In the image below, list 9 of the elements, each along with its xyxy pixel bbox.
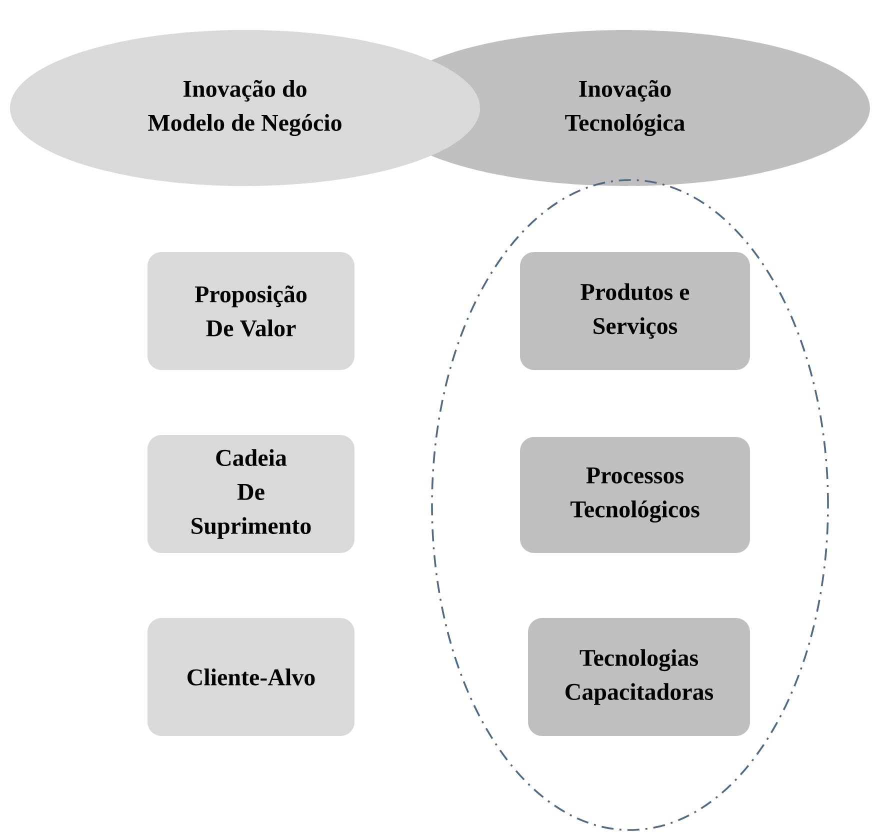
rounded-box: Processos Tecnológicos (520, 437, 750, 553)
rounded-box: Cadeia De Suprimento (148, 435, 354, 553)
oval-heading: Inovação do Modelo de Negócio (10, 30, 480, 186)
rounded-box: Produtos e Serviços (520, 252, 750, 370)
oval-heading: Inovação Tecnológica (431, 30, 870, 186)
dash-dot-ellipse (431, 179, 829, 831)
rounded-box: Tecnologias Capacitadoras (528, 618, 750, 736)
rounded-box: Proposição De Valor (148, 252, 354, 370)
rounded-box: Cliente-Alvo (148, 618, 354, 736)
